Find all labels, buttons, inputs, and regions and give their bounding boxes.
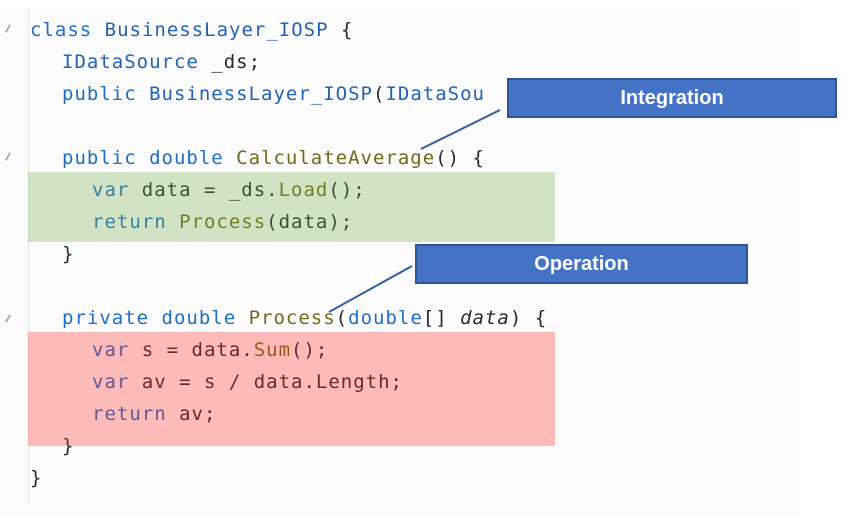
code-line[interactable]: return Process(data); — [30, 206, 854, 238]
code-token: data — [460, 307, 510, 329]
code-line[interactable]: private double Process(double[] data) { — [30, 302, 854, 334]
code-token: BusinessLayer_IOSP — [104, 19, 329, 41]
code-token: } — [30, 467, 43, 489]
code-token: data = _ds. — [141, 179, 279, 201]
code-token: double — [348, 307, 423, 329]
code-token: var — [92, 179, 142, 201]
code-token: CalculateAverage — [236, 147, 436, 169]
code-line[interactable]: public double CalculateAverage() { — [30, 142, 854, 174]
code-token: Process — [179, 211, 267, 233]
code-token: av = s / data.Length; — [141, 371, 403, 393]
code-token: } — [62, 435, 75, 457]
code-token: var — [92, 339, 142, 361]
code-token: [] — [422, 307, 461, 329]
code-token: Load — [278, 179, 329, 201]
code-token: public double — [62, 147, 237, 169]
code-token: public — [62, 83, 150, 105]
code-token: BusinessLayer_IOSP — [149, 83, 373, 105]
code-token: s = data. — [141, 339, 254, 361]
code-token: _ds; — [198, 51, 262, 73]
code-line[interactable]: public BusinessLayer_IOSP(IDataSou — [30, 78, 854, 110]
code-token: IDataSource — [62, 51, 199, 73]
code-line[interactable]: } — [30, 462, 854, 494]
code-token: return — [92, 403, 180, 425]
code-token: Sum — [253, 339, 292, 361]
code-token: { — [328, 19, 354, 41]
integration-callout-label: Integration — [620, 86, 724, 109]
code-token: (); — [291, 339, 329, 361]
integration-callout-box: Integration — [507, 78, 837, 118]
code-line[interactable]: return av; — [30, 398, 854, 430]
code-token: var — [92, 371, 142, 393]
code-line[interactable]: } — [30, 430, 854, 462]
code-token: private double — [62, 307, 249, 329]
code-token: ( — [335, 307, 349, 329]
code-line[interactable]: class BusinessLayer_IOSP { — [30, 14, 854, 46]
code-token: (); — [328, 179, 366, 201]
code-area[interactable]: class BusinessLayer_IOSP {IDataSource _d… — [30, 14, 854, 494]
code-line[interactable]: IDataSource _ds; — [30, 46, 854, 78]
code-line[interactable]: } — [30, 238, 854, 270]
code-token: class — [30, 19, 105, 41]
operation-callout-label: Operation — [534, 252, 629, 275]
code-token: Process — [248, 307, 336, 329]
code-token: IDataSou — [385, 83, 485, 105]
gutter-divider — [28, 8, 29, 504]
code-token: av; — [179, 403, 217, 425]
code-token: } — [62, 243, 75, 265]
code-line[interactable]: var s = data.Sum(); — [30, 334, 854, 366]
code-line[interactable]: var data = _ds.Load(); — [30, 174, 854, 206]
code-token: (data); — [266, 211, 354, 233]
code-token: ( — [372, 83, 386, 105]
code-line[interactable]: var av = s / data.Length; — [30, 366, 854, 398]
code-token: () { — [435, 147, 485, 169]
code-token: return — [92, 211, 180, 233]
operation-callout-box: Operation — [415, 244, 748, 284]
code-token: ) { — [509, 307, 548, 329]
